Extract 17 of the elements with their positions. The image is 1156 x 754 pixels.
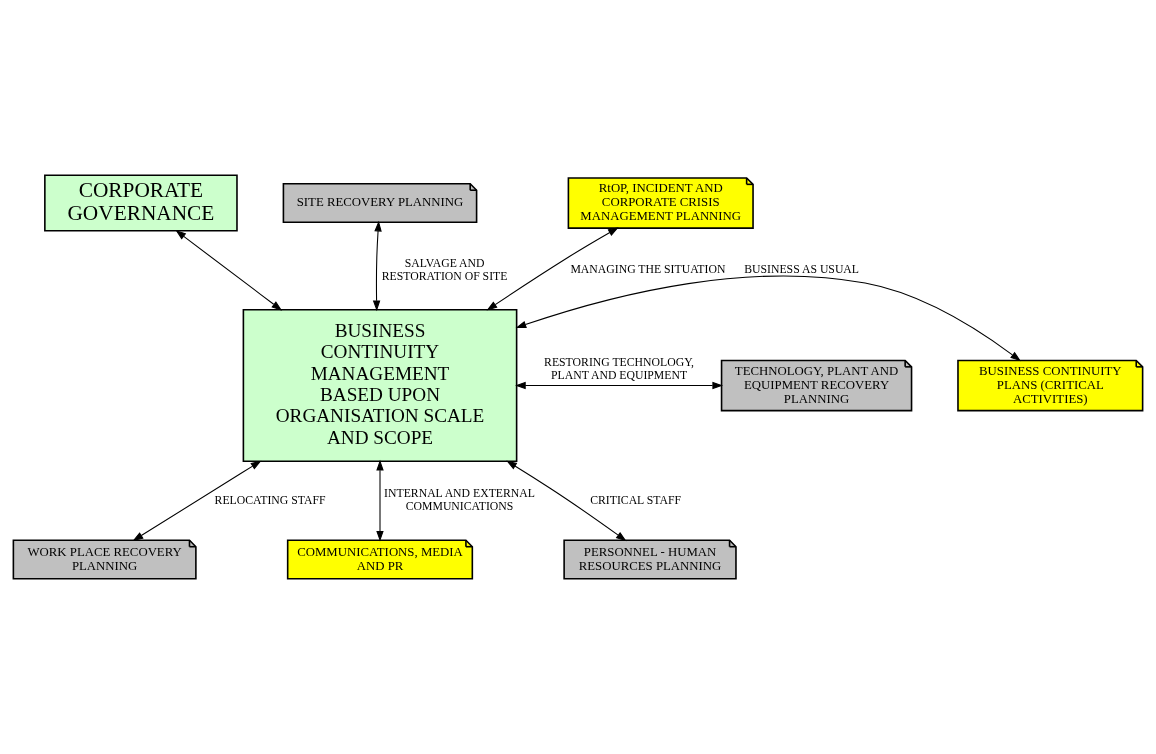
arrow [372,220,382,312]
edge-label: MANAGING THE SITUATION [570,263,726,277]
edge-label: INTERNAL AND EXTERNAL COMMUNICATIONS [384,487,535,514]
arrow [515,275,1021,362]
arrow [515,381,724,390]
node-box: BUSINESS CONTINUITY MANAGEMENT BASED UPON ORGANISATION SCALE AND SCOPE [242,308,518,463]
arrow [175,230,283,311]
edge-label: CRITICAL STAFF [590,493,682,507]
arrow [376,459,384,542]
edge-label: RESTORING TECHNOLOGY, PLANT AND EQUIPMENT [544,356,695,382]
arrow [132,460,262,541]
arrow [486,227,619,311]
arrow [506,460,627,542]
edge-label: RELOCATING STAFF [214,493,326,507]
edge-label: BUSINESS AS USUAL [744,263,859,277]
edge-label: SALVAGE AND RESTORATION OF SITE [381,256,508,283]
node-box: CORPORATE GOVERNANCE [44,174,238,232]
